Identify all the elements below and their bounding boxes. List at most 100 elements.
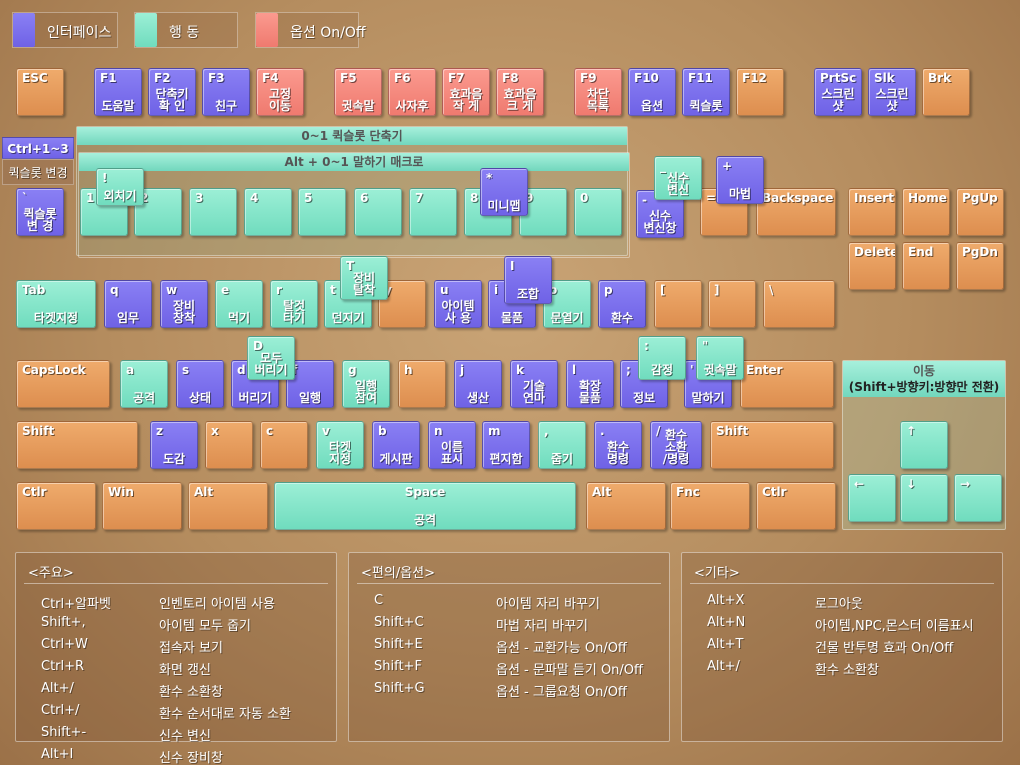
shift-key-plus[interactable]: +마법 <box>716 156 764 204</box>
shortcut-desc: 로그아웃 <box>815 597 863 612</box>
key-f12[interactable]: F12 <box>736 68 784 116</box>
key-label: v <box>322 424 330 438</box>
key-lalt[interactable]: Alt <box>188 482 268 530</box>
key-lctrl[interactable]: Ctlr <box>16 482 96 530</box>
key-label: CapsLock <box>22 363 86 377</box>
key-c[interactable]: c <box>260 421 308 469</box>
key-win[interactable]: Win <box>102 482 182 530</box>
key-right[interactable]: → <box>954 474 1002 522</box>
key-esc[interactable]: ESC <box>16 68 64 116</box>
key-pgup[interactable]: PgUp <box>956 188 1004 236</box>
key-down[interactable]: ↓ <box>900 474 948 522</box>
key-comma[interactable]: ,줍기 <box>538 421 586 469</box>
key-rshift[interactable]: Shift <box>710 421 834 469</box>
key-label: F8 <box>502 71 519 85</box>
key-backspace[interactable]: Backspace <box>756 188 836 236</box>
panel-main-title: <주요> <box>28 566 74 581</box>
key-end[interactable]: End <box>902 242 950 290</box>
key-h[interactable]: h <box>398 360 446 408</box>
key-action: 환수 소환 /명령 <box>662 428 690 466</box>
key-action: 기술 연마 <box>522 379 546 405</box>
key-label: ← <box>854 477 865 491</box>
key-brk[interactable]: Brk <box>922 68 970 116</box>
key-n7[interactable]: 7 <box>409 188 457 236</box>
key-up[interactable]: ↑ <box>900 421 948 469</box>
shortcut-desc: 접속자 보기 <box>159 641 223 656</box>
shift-key-colon[interactable]: :감정 <box>638 336 686 380</box>
key-lbracket[interactable]: [ <box>654 280 702 328</box>
key-rctrl[interactable]: Ctlr <box>756 482 836 530</box>
key-quote[interactable]: '말하기 <box>684 360 732 408</box>
shortcut-key: Alt+T <box>707 637 744 652</box>
key-action: 옵션 <box>640 99 664 113</box>
key-action: 생산 <box>466 391 490 405</box>
key-insert[interactable]: Insert <box>848 188 896 236</box>
key-n5[interactable]: 5 <box>298 188 346 236</box>
key-delete[interactable]: Delete <box>848 242 896 290</box>
key-action: 공격 <box>413 513 437 527</box>
key-backtick[interactable]: `퀵슬롯 변 경 <box>16 188 64 236</box>
key-backslash[interactable]: \ <box>763 280 835 328</box>
key-period[interactable]: .환수 명령 <box>594 421 642 469</box>
key-lshift[interactable]: Shift <box>16 421 138 469</box>
key-n3[interactable]: 3 <box>189 188 237 236</box>
shift-key-dquote[interactable]: "귓속말 <box>696 336 744 380</box>
key-left[interactable]: ← <box>848 474 896 522</box>
key-capslock[interactable]: CapsLock <box>16 360 110 408</box>
key-home[interactable]: Home <box>902 188 950 236</box>
shift-key-excl[interactable]: !외치기 <box>96 168 144 206</box>
key-rbracket[interactable]: ] <box>708 280 756 328</box>
key-enter[interactable]: Enter <box>740 360 834 408</box>
key-pgdn[interactable]: PgDn <box>956 242 1004 290</box>
shift-key-underscore[interactable]: _신수 변신 <box>654 156 702 200</box>
key-action: 공격 <box>132 391 156 405</box>
key-action: 퀵슬롯 <box>689 99 723 113</box>
key-fnc[interactable]: Fnc <box>670 482 750 530</box>
panel-options-title: <편의/옵션> <box>361 566 436 581</box>
key-ralt[interactable]: Alt <box>586 482 666 530</box>
key-n0[interactable]: 0 <box>574 188 622 236</box>
shift-key-star[interactable]: *미니맵 <box>480 168 528 216</box>
key-slash[interactable]: /환수 소환 /명령 <box>650 421 702 469</box>
key-label: 3 <box>195 191 204 205</box>
key-x[interactable]: x <box>205 421 253 469</box>
key-n4[interactable]: 4 <box>244 188 292 236</box>
key-n6[interactable]: 6 <box>354 188 402 236</box>
